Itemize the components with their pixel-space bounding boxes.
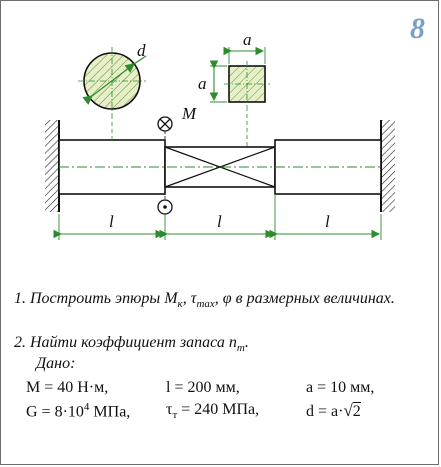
task-2: 2. Найти коэффициент запаса nт. [14,334,249,355]
length-dimensions [53,194,382,240]
right-wall [380,120,395,212]
given-yield-stress: τт = 240 МПа, [166,401,260,422]
left-wall [45,120,60,212]
a-top-label: a [243,30,252,49]
round-shaft-right [274,139,382,195]
given-side: a = 10 мм, [306,379,375,396]
moment-out-icon [157,199,173,215]
moment-in-icon [157,116,173,132]
a-side-label: a [198,74,207,93]
length-label-1: l [109,212,114,231]
square-section [209,46,270,147]
length-label-2: l [217,212,222,231]
length-label-3: l [325,212,330,231]
task-1: 1. Построить эпюры Mк, τmax, φ в размерн… [14,290,395,311]
round-shaft-left [58,139,166,195]
given-diameter: d = a·√2 [306,401,361,420]
given-header: Дано: [36,355,76,372]
given-moment: M = 40 Н·м, [26,379,109,396]
d-label: d [137,41,146,60]
moment-label: M [181,104,197,123]
given-shear-modulus: G = 8·104 МПа, [26,401,131,421]
shaft-diagram: d a a M l l l [45,30,395,240]
circle-section [78,47,147,140]
problem-number: 8 [410,12,425,45]
given-length: l = 200 мм, [166,379,240,396]
